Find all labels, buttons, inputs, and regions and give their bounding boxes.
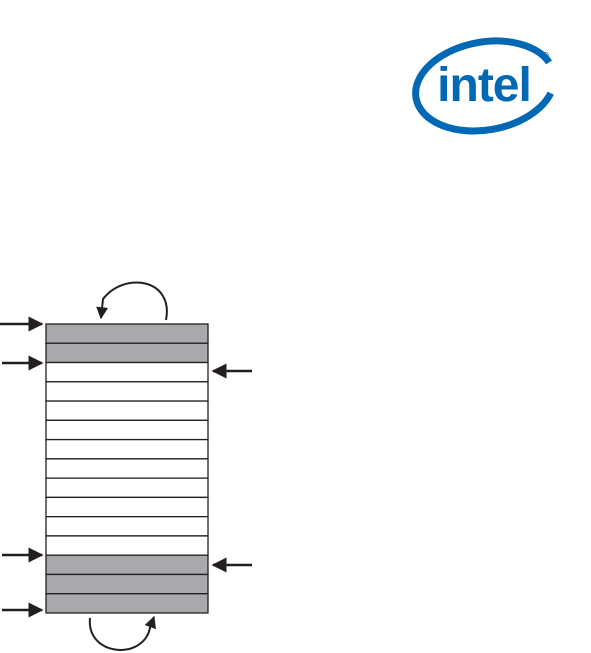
buffer-slot-2-filled [46,343,208,362]
buffer-slot-11-empty [46,517,208,536]
buffer-slot-8-empty [46,459,208,478]
buffer-slot-13-filled [46,555,208,574]
buffer-slot-14-filled [46,574,208,593]
buffer-slot-10-empty [46,497,208,516]
buffer-slot-9-empty [46,478,208,497]
intel-logo-registered-mark: ® [541,51,549,63]
buffer-slots [46,324,208,613]
buffer-slot-6-empty [46,420,208,439]
bottom-wraparound-arrow [90,617,154,650]
buffer-slot-4-empty [46,382,208,401]
buffer-slot-12-empty [46,536,208,555]
intel-logo: intel ® [408,31,561,142]
buffer-slot-7-empty [46,440,208,459]
intel-logo-text: intel [437,59,531,112]
buffer-slot-1-filled [46,324,208,343]
top-wraparound-arrow [101,282,167,320]
buffer-slot-5-empty [46,401,208,420]
buffer-slot-15-filled [46,594,208,613]
buffer-slot-3-empty [46,363,208,382]
